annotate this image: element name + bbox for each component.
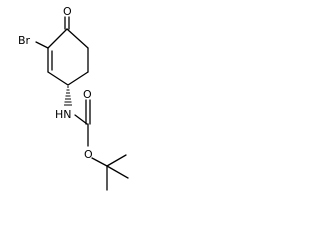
ester-oxygen-label: O	[84, 148, 93, 161]
tert-butyl-group	[106, 154, 129, 191]
cyclohexenone-ring	[47, 28, 89, 86]
bond-c3-c4	[47, 71, 69, 86]
hashed-stereo-bond	[64, 86, 72, 106]
bond-c4-c5	[67, 71, 89, 86]
bond-tbu-methyl-top	[106, 154, 127, 167]
bond-tbu-methyl-right	[106, 165, 129, 179]
ketone-oxygen-label: O	[63, 5, 72, 18]
carbonyl-oxygen-label: O	[83, 88, 92, 101]
bond-c6-c1	[66, 28, 89, 49]
amine-label: HN	[55, 108, 72, 121]
bond-ester-o-tbu	[91, 157, 108, 167]
bond-c1-c2	[47, 28, 68, 49]
tert-butyl-carbamate-structure: O Br HN O O	[18, 5, 129, 191]
bromine-label: Br	[18, 34, 31, 47]
bond-c2-br	[35, 41, 49, 49]
bond-n-carbonyl	[74, 114, 88, 125]
